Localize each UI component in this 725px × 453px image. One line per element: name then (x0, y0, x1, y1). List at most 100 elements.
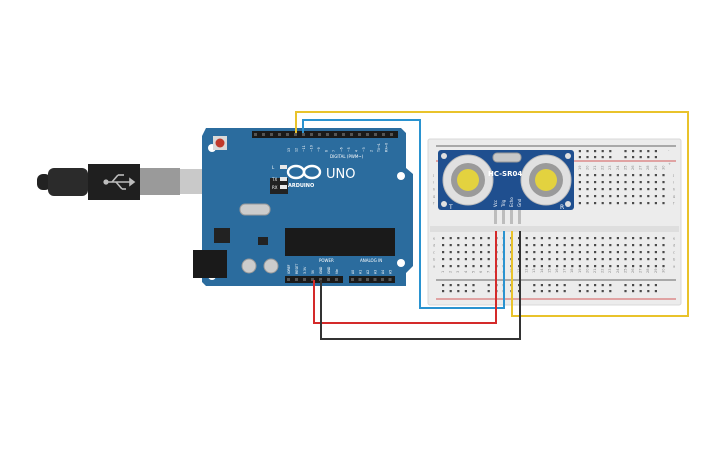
header-pin-slot[interactable] (319, 278, 322, 281)
breadboard-hole[interactable] (464, 265, 467, 268)
breadboard-hole[interactable] (464, 251, 467, 254)
breadboard-hole[interactable] (586, 195, 589, 198)
wire-yellow[interactable] (295, 111, 689, 317)
breadboard-hole[interactable] (654, 251, 657, 254)
breadboard-hole[interactable] (594, 195, 597, 198)
breadboard-hole[interactable] (616, 237, 619, 240)
breadboard-hole[interactable] (594, 202, 597, 205)
breadboard-hole[interactable] (449, 237, 452, 240)
rail-hole[interactable] (578, 150, 581, 153)
digital-header[interactable] (252, 131, 398, 138)
breadboard-hole[interactable] (662, 265, 665, 268)
breadboard-hole[interactable] (594, 265, 597, 268)
wire-black[interactable] (320, 231, 521, 340)
rail-hole[interactable] (654, 284, 657, 287)
breadboard-hole[interactable] (632, 258, 635, 261)
header-pin-slot[interactable] (366, 278, 369, 281)
breadboard-hole[interactable] (480, 251, 483, 254)
rail-hole[interactable] (632, 290, 635, 293)
breadboard-hole[interactable] (449, 258, 452, 261)
breadboard-hole[interactable] (594, 237, 597, 240)
header-pin-slot[interactable] (318, 133, 321, 136)
header-pin-slot[interactable] (294, 133, 297, 136)
breadboard-hole[interactable] (533, 244, 536, 247)
breadboard-hole[interactable] (578, 251, 581, 254)
breadboard-hole[interactable] (639, 251, 642, 254)
breadboard-hole[interactable] (571, 237, 574, 240)
breadboard-hole[interactable] (540, 251, 543, 254)
breadboard-hole[interactable] (654, 237, 657, 240)
rail-hole[interactable] (442, 284, 445, 287)
rail-hole[interactable] (578, 156, 581, 159)
breadboard-hole[interactable] (571, 244, 574, 247)
rail-hole[interactable] (609, 290, 612, 293)
breadboard-hole[interactable] (457, 258, 460, 261)
breadboard-hole[interactable] (647, 258, 650, 261)
header-pin-slot[interactable] (254, 133, 257, 136)
breadboard-hole[interactable] (616, 258, 619, 261)
header-pin-slot[interactable] (334, 133, 337, 136)
header-pin-slot[interactable] (310, 133, 313, 136)
breadboard-hole[interactable] (442, 265, 445, 268)
breadboard-hole[interactable] (647, 251, 650, 254)
breadboard-hole[interactable] (639, 237, 642, 240)
breadboard-hole[interactable] (601, 251, 604, 254)
header-pin-slot[interactable] (295, 278, 298, 281)
breadboard-hole[interactable] (457, 237, 460, 240)
breadboard-hole[interactable] (609, 237, 612, 240)
breadboard-hole[interactable] (586, 251, 589, 254)
header-pin-slot[interactable] (270, 133, 273, 136)
breadboard-hole[interactable] (525, 251, 528, 254)
breadboard-hole[interactable] (654, 258, 657, 261)
breadboard-hole[interactable] (563, 265, 566, 268)
breadboard-hole[interactable] (548, 244, 551, 247)
breadboard-hole[interactable] (487, 244, 490, 247)
rail-hole[interactable] (639, 156, 642, 159)
breadboard-hole[interactable] (563, 237, 566, 240)
breadboard-hole[interactable] (487, 251, 490, 254)
breadboard-hole[interactable] (533, 251, 536, 254)
rail-hole[interactable] (540, 284, 543, 287)
breadboard-hole[interactable] (647, 188, 650, 191)
header-pin-slot[interactable] (327, 278, 330, 281)
breadboard-hole[interactable] (624, 195, 627, 198)
header-pin-slot[interactable] (286, 133, 289, 136)
breadboard-hole[interactable] (639, 181, 642, 184)
rail-hole[interactable] (647, 156, 650, 159)
header-pin-slot[interactable] (287, 278, 290, 281)
wire-blue[interactable] (302, 119, 505, 309)
breadboard-hole[interactable] (662, 251, 665, 254)
breadboard-hole[interactable] (632, 237, 635, 240)
breadboard-hole[interactable] (578, 195, 581, 198)
breadboard-hole[interactable] (540, 258, 543, 261)
breadboard-hole[interactable] (632, 202, 635, 205)
breadboard-hole[interactable] (525, 244, 528, 247)
breadboard-hole[interactable] (609, 195, 612, 198)
breadboard-hole[interactable] (594, 244, 597, 247)
breadboard-hole[interactable] (624, 181, 627, 184)
breadboard-hole[interactable] (654, 181, 657, 184)
breadboard-hole[interactable] (586, 188, 589, 191)
breadboard-hole[interactable] (601, 244, 604, 247)
header-pin-slot[interactable] (358, 278, 362, 281)
rail-hole[interactable] (533, 284, 536, 287)
breadboard-hole[interactable] (601, 202, 604, 205)
breadboard-hole[interactable] (556, 265, 559, 268)
breadboard-hole[interactable] (442, 237, 445, 240)
rail-hole[interactable] (594, 156, 597, 159)
rail-hole[interactable] (624, 290, 627, 293)
header-pin-slot[interactable] (374, 133, 377, 136)
breadboard-hole[interactable] (662, 181, 665, 184)
breadboard-hole[interactable] (578, 181, 581, 184)
header-pin-slot[interactable] (326, 133, 329, 136)
breadboard-hole[interactable] (662, 244, 665, 247)
rail-hole[interactable] (586, 150, 589, 153)
breadboard-hole[interactable] (624, 202, 627, 205)
breadboard-hole[interactable] (639, 195, 642, 198)
breadboard-hole[interactable] (480, 244, 483, 247)
rail-hole[interactable] (548, 284, 551, 287)
breadboard-hole[interactable] (662, 202, 665, 205)
breadboard-hole[interactable] (624, 244, 627, 247)
